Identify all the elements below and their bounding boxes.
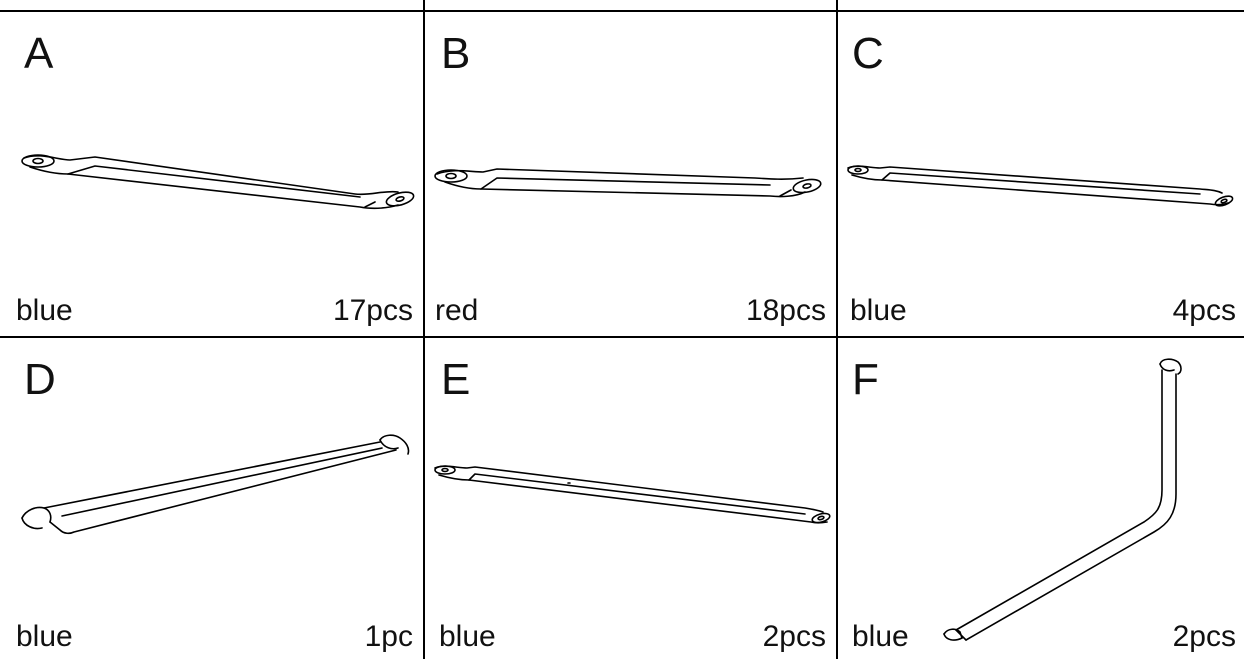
crossbar-a-drawing xyxy=(21,154,415,210)
grid-vertical-divider-1 xyxy=(423,0,425,659)
part-letter: C xyxy=(852,29,884,78)
part-letter: D xyxy=(24,355,56,404)
part-quantity-label: 4pcs xyxy=(1172,294,1236,327)
part-cell-e: E blue 2pcs xyxy=(425,338,836,659)
crossbar-d-drawing xyxy=(21,434,410,535)
part-cell-f: F blue 2pcs xyxy=(838,338,1244,659)
part-color-label: blue xyxy=(850,294,907,327)
crossbar-e-drawing xyxy=(434,465,831,524)
part-cell-a: A blue 17pcs xyxy=(0,12,423,336)
part-letter: F xyxy=(852,355,879,404)
part-color-label: red xyxy=(435,294,479,327)
grid-vertical-divider-2 xyxy=(836,0,838,659)
part-quantity-label: 18pcs xyxy=(745,294,826,327)
part-cell-c: C blue 4pcs xyxy=(838,12,1244,336)
grid-middle-divider xyxy=(0,336,1244,338)
part-letter: E xyxy=(441,355,471,404)
grid-top-border xyxy=(0,10,1244,12)
part-color-label: blue xyxy=(439,620,496,653)
part-cell-b: B red 18pcs xyxy=(425,12,836,336)
crossbar-c-drawing xyxy=(847,165,1234,207)
part-color-label: blue xyxy=(16,620,73,653)
bent-bar-f-drawing xyxy=(943,358,1182,641)
part-quantity-label: 17pcs xyxy=(332,294,413,327)
part-color-label: blue xyxy=(852,620,909,653)
part-letter: B xyxy=(441,29,471,78)
crossbar-b-drawing xyxy=(434,168,822,198)
part-quantity-label: 2pcs xyxy=(1172,620,1236,653)
part-quantity-label: 2pcs xyxy=(762,620,826,653)
part-letter: A xyxy=(24,29,54,78)
part-color-label: blue xyxy=(16,294,73,327)
part-quantity-label: 1pc xyxy=(364,620,413,653)
part-cell-d: D blue 1pc xyxy=(0,338,423,659)
